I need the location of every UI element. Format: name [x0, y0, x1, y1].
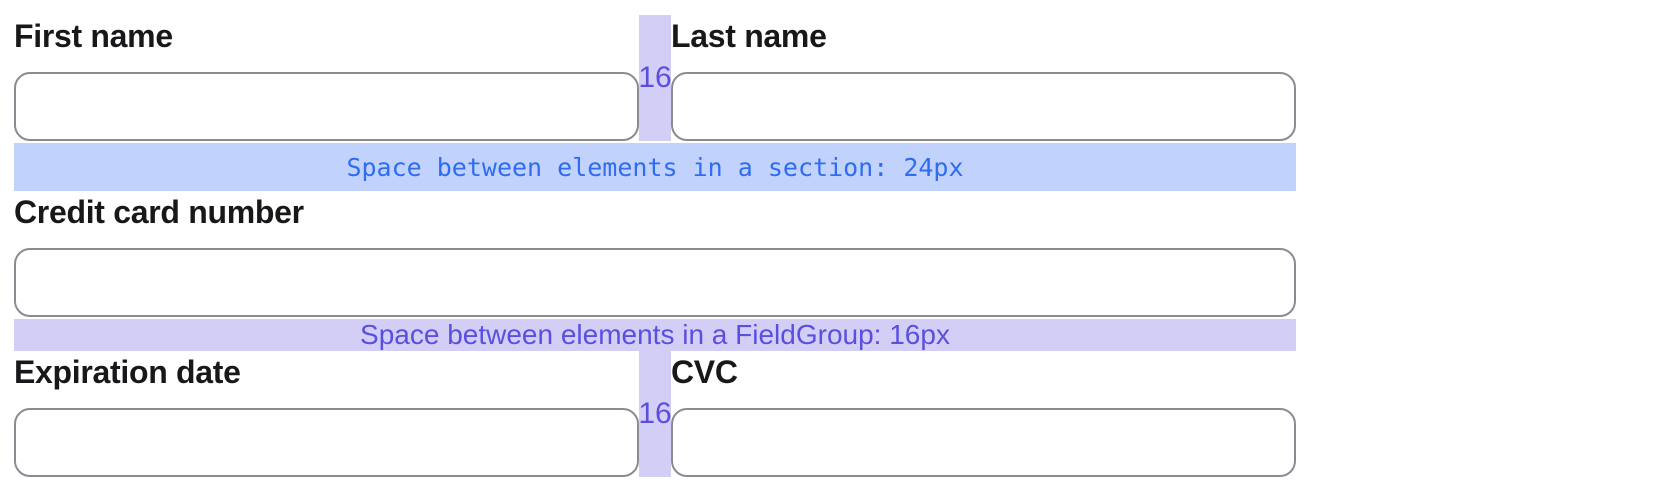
- last-name-input[interactable]: [671, 72, 1296, 141]
- column-gap-highlight-row1: 16: [638, 15, 672, 141]
- name-field-row: First name 16 Last name: [14, 15, 1296, 141]
- cvc-label: CVC: [671, 354, 738, 390]
- column-gap-size-label-row3: 16: [638, 397, 672, 430]
- expiration-date-label: Expiration date: [14, 354, 241, 390]
- section-gap-text: Space between elements in a section: 24p…: [346, 152, 964, 182]
- column-gap-size-label-row1: 16: [638, 61, 672, 94]
- fieldgroup-gap-band: Space between elements in a FieldGroup: …: [14, 319, 1296, 351]
- section-gap-band: Space between elements in a section: 24p…: [14, 143, 1296, 191]
- expiry-cvc-row: Expiration date 16 CVC: [14, 351, 1296, 477]
- card-number-label: Credit card number: [14, 194, 304, 230]
- first-name-label: First name: [14, 18, 173, 54]
- fieldgroup-gap-text: Space between elements in a FieldGroup: …: [360, 319, 950, 350]
- form-content: First name 16 Last name Space between el…: [14, 0, 1296, 477]
- card-number-input[interactable]: [14, 248, 1296, 317]
- expiration-date-input[interactable]: [14, 408, 639, 477]
- last-name-label: Last name: [671, 18, 827, 54]
- column-gap-highlight-row3: 16: [638, 351, 672, 477]
- cvc-input[interactable]: [671, 408, 1296, 477]
- cvc-field: CVC: [671, 351, 1296, 477]
- card-number-field: Credit card number: [14, 191, 1296, 317]
- first-name-input[interactable]: [14, 72, 639, 141]
- expiration-date-field: Expiration date: [14, 351, 639, 477]
- last-name-field: Last name: [671, 15, 1296, 141]
- first-name-field: First name: [14, 15, 639, 141]
